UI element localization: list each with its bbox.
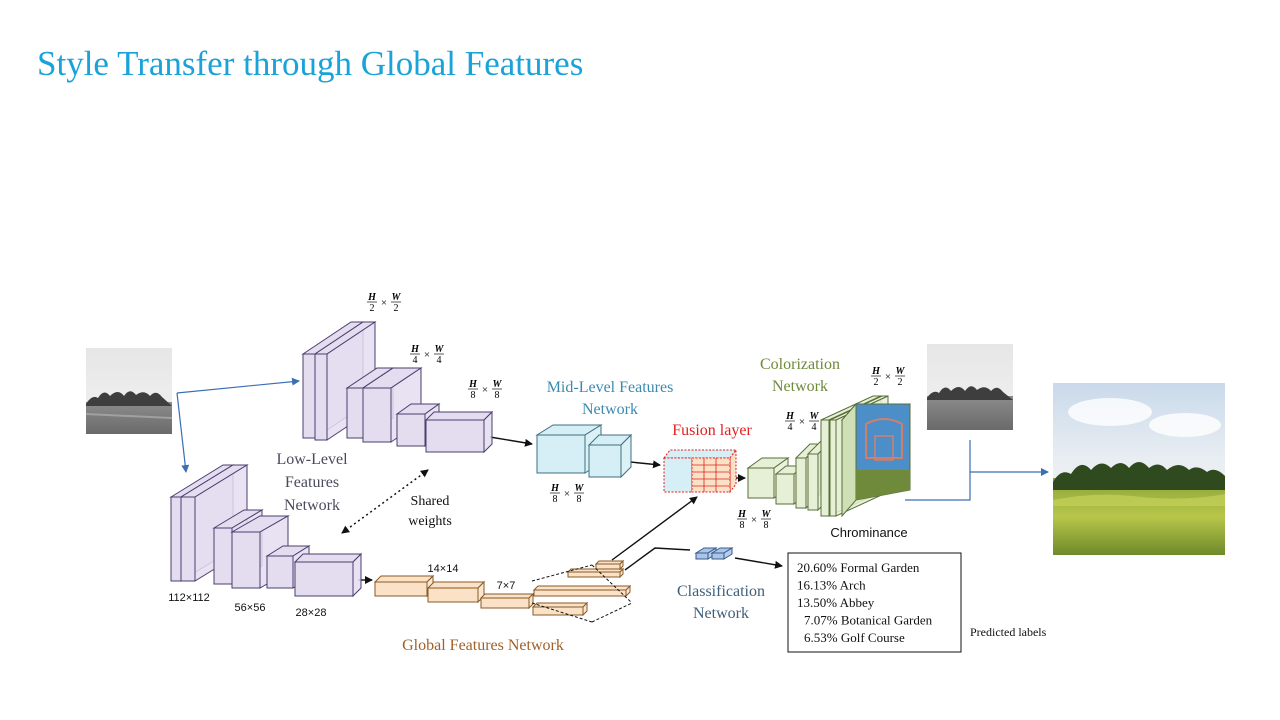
svg-text:8: 8 — [764, 520, 769, 531]
svg-text:H: H — [367, 292, 377, 303]
svg-text:×: × — [564, 488, 570, 500]
classification-layer-2 — [710, 547, 734, 560]
global-features-network — [373, 559, 632, 617]
shared-weights-label-line-1: Shared — [411, 494, 450, 509]
svg-text:W: W — [762, 509, 772, 520]
svg-text:W: W — [493, 379, 503, 390]
low-level-label-line-1: Low-Level — [276, 451, 348, 468]
output-color-photo — [1053, 383, 1225, 555]
fraction-col-h8: H8×W8 — [737, 509, 772, 531]
predicted-label-item: 13.50% Abbey — [797, 595, 875, 610]
global-fc-1 — [531, 601, 589, 617]
global-layer-3 — [479, 592, 535, 610]
low-level-features-network-shared — [169, 464, 363, 598]
svg-text:4: 4 — [812, 422, 817, 433]
colorization-label-line-1: Colorization — [760, 356, 840, 373]
svg-text:H: H — [737, 509, 747, 520]
low-level-layer-6 — [424, 410, 494, 454]
slide-title: Style Transfer through Global Features — [37, 44, 584, 83]
svg-text:W: W — [810, 411, 820, 422]
mid-level-features-network — [535, 424, 633, 479]
svg-text:×: × — [799, 416, 805, 428]
global-fc-funnel — [531, 564, 633, 623]
svg-text:H: H — [410, 344, 420, 355]
svg-text:H: H — [785, 411, 795, 422]
svg-text:H: H — [550, 483, 560, 494]
colorization-label-line-2: Network — [772, 378, 828, 395]
fraction-col-h2: H2×W2 — [871, 366, 906, 388]
predicted-label-item: 6.53% Golf Course — [804, 630, 905, 645]
svg-text:4: 4 — [437, 355, 442, 366]
global-features-label: Global Features Network — [402, 637, 564, 654]
fraction-low-h4: H4×W4 — [410, 344, 445, 366]
black-flow-arrows — [358, 436, 783, 584]
svg-text:4: 4 — [413, 355, 418, 366]
svg-text:2: 2 — [370, 303, 375, 314]
svg-text:8: 8 — [495, 390, 500, 401]
svg-text:W: W — [896, 366, 906, 377]
fraction-low-h8: H8×W8 — [468, 379, 503, 401]
svg-text:×: × — [381, 297, 387, 309]
mid-level-layer-2 — [587, 433, 633, 479]
fraction-low-h2: H2×W2 — [367, 292, 402, 314]
svg-text:4: 4 — [788, 422, 793, 433]
svg-text:8: 8 — [740, 520, 745, 531]
luminance-grayscale-photo — [927, 344, 1013, 430]
low-level-features-network — [301, 321, 494, 454]
svg-text:2: 2 — [874, 377, 879, 388]
svg-text:W: W — [435, 344, 445, 355]
svg-text:×: × — [482, 384, 488, 396]
shared-layer-6 — [293, 552, 363, 598]
fusion-layer-label: Fusion layer — [672, 422, 752, 439]
global-fc-4 — [594, 559, 625, 571]
fraction-col-h4: H4×W4 — [785, 411, 820, 433]
svg-text:2: 2 — [898, 377, 903, 388]
svg-text:W: W — [392, 292, 402, 303]
predicted-labels-box — [787, 552, 962, 653]
size-14: 14×14 — [428, 563, 459, 575]
svg-text:×: × — [885, 371, 891, 383]
low-level-label-line-3: Network — [284, 497, 340, 514]
chrominance-output — [840, 402, 912, 518]
svg-text:H: H — [871, 366, 881, 377]
predicted-label-item: 16.13% Arch — [797, 578, 866, 593]
size-112: 112×112 — [168, 592, 210, 604]
shared-weights-label-line-2: weights — [408, 514, 452, 529]
svg-text:8: 8 — [577, 494, 582, 505]
fraction-mid-h8: H8×W8 — [550, 483, 585, 505]
classification-label-line-2: Network — [693, 605, 749, 622]
chrominance-label: Chrominance — [830, 525, 907, 540]
predicted-label-item: 20.60% Formal Garden — [797, 560, 920, 575]
global-layer-1 — [373, 574, 435, 598]
svg-text:×: × — [424, 349, 430, 361]
blue-connector-arrows — [176, 377, 1049, 501]
mid-level-label-line-2: Network — [582, 401, 638, 418]
size-28: 28×28 — [296, 607, 327, 619]
svg-text:×: × — [751, 514, 757, 526]
size-56: 56×56 — [235, 602, 266, 614]
size-7: 7×7 — [497, 580, 516, 592]
low-level-label-line-2: Features — [285, 474, 339, 491]
classification-network — [694, 547, 734, 560]
mid-level-label-line-1: Mid-Level Features — [547, 379, 674, 396]
global-fc-2 — [532, 584, 632, 598]
predicted-label-item: 7.07% Botanical Garden — [804, 613, 933, 628]
classification-label-line-1: Classification — [677, 583, 765, 600]
global-layer-2 — [426, 580, 486, 604]
input-grayscale-photo — [85, 348, 173, 434]
predicted-labels-caption: Predicted labels — [970, 625, 1047, 639]
svg-text:H: H — [468, 379, 478, 390]
svg-text:2: 2 — [394, 303, 399, 314]
fusion-layer-block — [663, 448, 737, 494]
svg-text:W: W — [575, 483, 585, 494]
global-fc-3 — [566, 567, 625, 579]
svg-text:8: 8 — [471, 390, 476, 401]
svg-text:8: 8 — [553, 494, 558, 505]
